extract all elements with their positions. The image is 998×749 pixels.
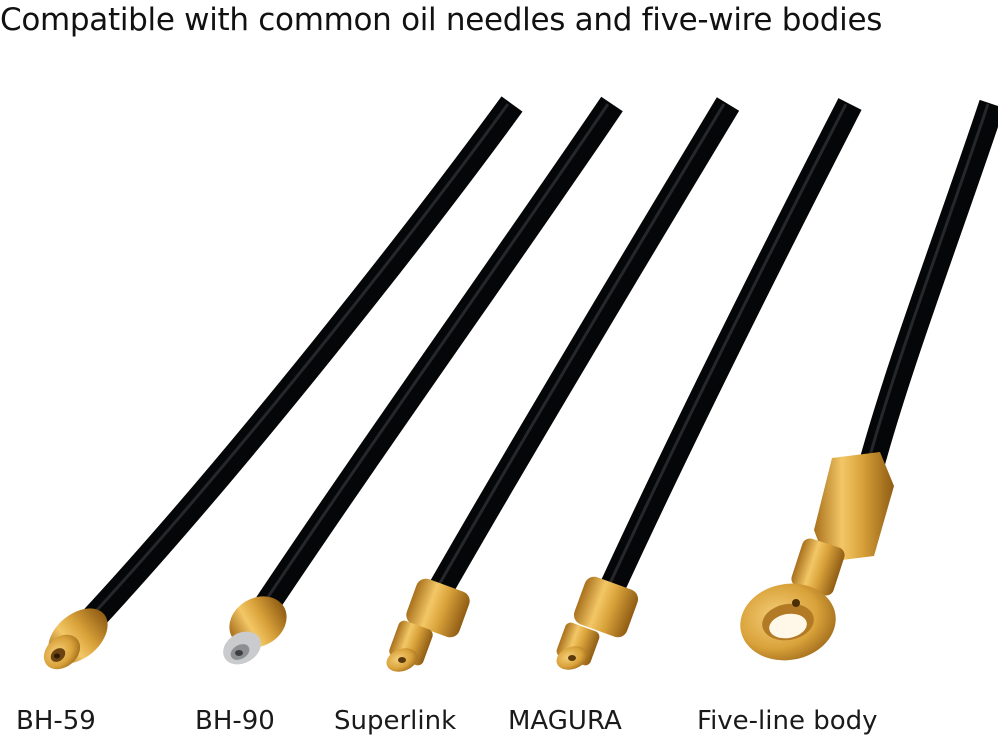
fitting-banjo bbox=[740, 452, 894, 661]
page-title: Compatible with common oil needles and f… bbox=[0, 2, 883, 38]
label-five-line-body: Five-line body bbox=[697, 706, 878, 736]
label-bh59: BH-59 bbox=[16, 706, 96, 736]
label-bh90: BH-90 bbox=[195, 706, 275, 736]
label-magura: MAGURA bbox=[508, 706, 622, 736]
hose-bh90 bbox=[223, 96, 623, 665]
hose-five-line-body bbox=[740, 99, 998, 661]
hose-bh59 bbox=[43, 96, 523, 670]
fitting-superlink bbox=[386, 578, 470, 672]
fitting-bh59 bbox=[43, 608, 108, 670]
fitting-magura bbox=[556, 576, 639, 670]
hose-superlink bbox=[386, 97, 740, 672]
label-superlink: Superlink bbox=[334, 706, 457, 736]
hose-magura bbox=[556, 98, 862, 670]
fitting-bh90 bbox=[223, 596, 287, 665]
